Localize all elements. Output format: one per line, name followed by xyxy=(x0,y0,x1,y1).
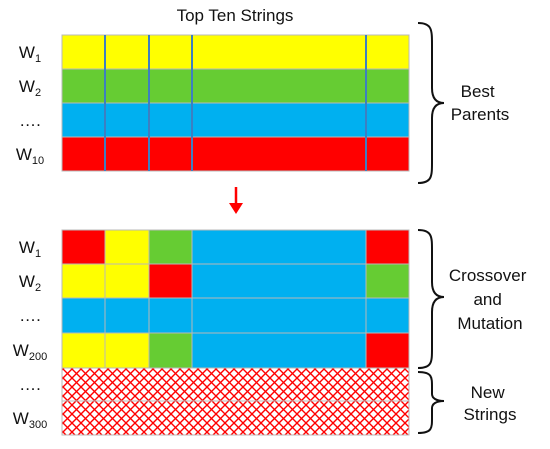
row-label: W10 xyxy=(16,145,44,167)
crossover-brace xyxy=(417,229,445,369)
gene-segment xyxy=(365,332,410,369)
offspring-strings-block xyxy=(61,229,410,369)
gene-segment xyxy=(148,297,193,334)
gene-segment xyxy=(104,229,150,266)
gene-segment xyxy=(191,297,367,334)
row-label: W200 xyxy=(13,341,47,363)
top-block-crossover-lines xyxy=(104,35,367,171)
row-label: W1 xyxy=(19,43,41,65)
gene-segment xyxy=(191,229,367,266)
gene-segment xyxy=(191,263,367,300)
parent-string-row xyxy=(61,34,410,70)
row-label: W300 xyxy=(13,409,47,431)
parent-string-row xyxy=(61,136,410,172)
gene-segment xyxy=(365,229,410,266)
diagram-title: Top Ten Strings xyxy=(177,6,294,25)
gene-segment xyxy=(104,297,150,334)
row-label: …. xyxy=(19,375,41,394)
gene-segment xyxy=(61,263,106,300)
gene-segment xyxy=(148,332,193,369)
gene-segment xyxy=(148,263,193,300)
gene-segment xyxy=(104,263,150,300)
gene-segment xyxy=(104,332,150,369)
parent-string-row xyxy=(61,68,410,104)
gene-segment xyxy=(365,263,410,300)
gene-segment xyxy=(61,229,106,266)
gene-segment xyxy=(61,332,106,369)
row-label: …. xyxy=(19,111,41,130)
new-strings-label: New Strings xyxy=(464,383,517,424)
new-strings-brace xyxy=(417,371,445,434)
gene-segment xyxy=(148,229,193,266)
parent-string-row xyxy=(61,102,410,138)
crossover-mutation-label: Crossover and Mutation xyxy=(449,266,531,333)
row-label: W2 xyxy=(19,77,41,99)
gene-segment xyxy=(61,297,106,334)
row-label: W1 xyxy=(19,238,41,260)
row-label: …. xyxy=(19,306,41,325)
gene-segment xyxy=(365,297,410,334)
row-label: W2 xyxy=(19,272,41,294)
down-arrow-icon xyxy=(229,187,243,214)
best-parents-brace xyxy=(417,22,445,184)
top-ten-strings-block xyxy=(61,34,410,172)
best-parents-label: Best Parents xyxy=(451,82,510,124)
gene-segment xyxy=(191,332,367,369)
